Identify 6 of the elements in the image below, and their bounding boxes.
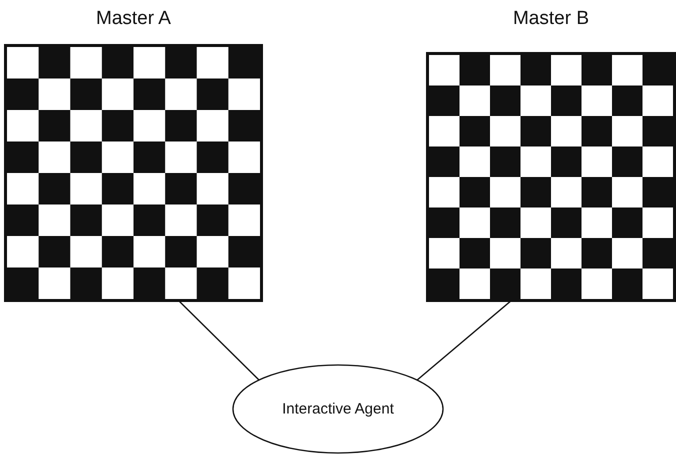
board-title: Master B [512,8,590,30]
connector-line [416,300,512,382]
agent-ellipse [232,364,444,454]
connector-line [178,300,260,382]
agent-label: Interactive Agent [282,400,394,418]
board-title: Master A [96,8,171,30]
